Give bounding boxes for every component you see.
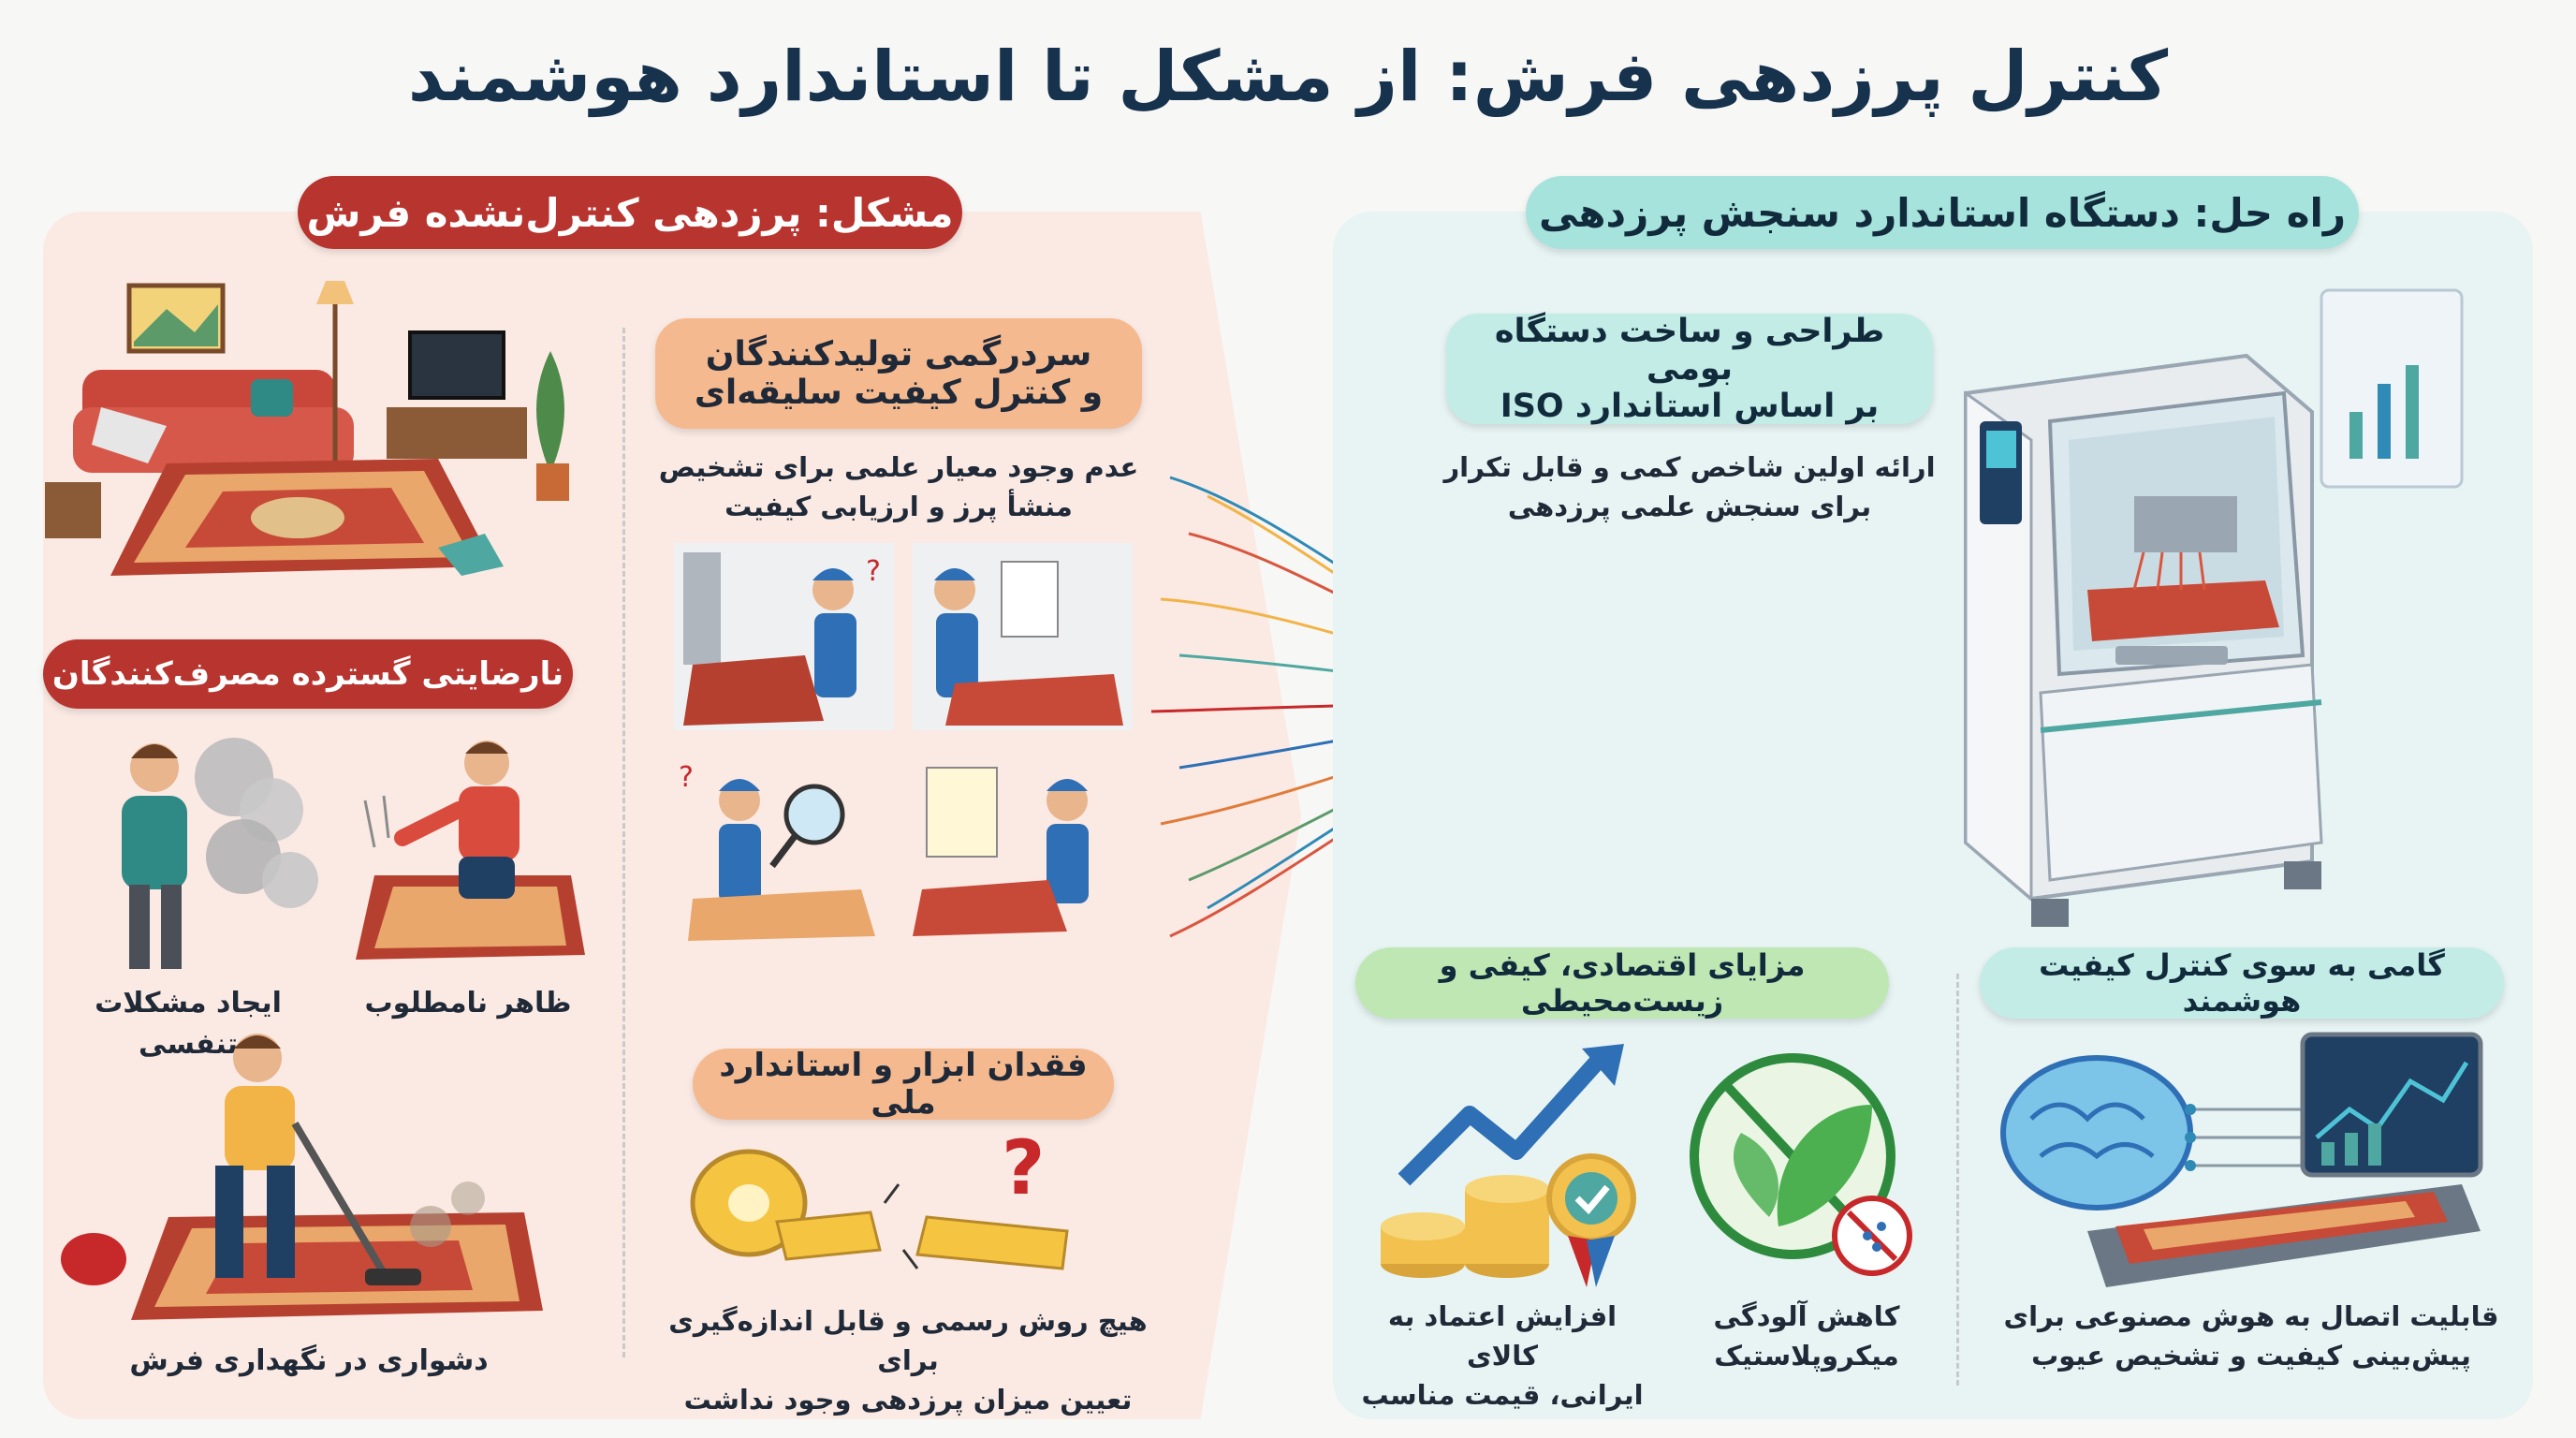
device-text-line2: برای سنجش علمی پرزدهی	[1507, 491, 1872, 523]
problem-panel-divider	[622, 328, 625, 1357]
confusion-text: عدم وجود معیار علمی برای تشخیص منشأ پرز …	[637, 448, 1161, 526]
coins-growth-illustration	[1381, 1044, 1636, 1287]
svg-text:?: ?	[1002, 1124, 1045, 1211]
device-text-line1: ارائه اولین شاخص کمی و قابل تکرار	[1443, 451, 1936, 483]
solution-panel-divider	[1956, 974, 1959, 1386]
confusion-header-line2: و کنترل کیفیت سلیقه‌ای	[694, 374, 1104, 412]
benefit-trust-line2: ایرانی، قیمت مناسب	[1361, 1379, 1644, 1412]
tools-text-line1: هیچ روش رسمی و قابل اندازه‌گیری برای	[668, 1305, 1148, 1377]
svg-text:?: ?	[866, 555, 881, 588]
solution-header-label: راه حل: دستگاه استاندارد سنجش پرزدهی	[1538, 189, 2347, 236]
broken-tape-measure-illustration: ?	[690, 1124, 1069, 1270]
caption-appearance: ظاهر نامطلوب	[364, 987, 572, 1020]
benefit-pollution: کاهش آلودگی میکروپلاستیک	[1676, 1297, 1938, 1375]
benefits-header: مزایای اقتصادی، کیفی و زیست‌محیطی	[1355, 947, 1889, 1019]
smart-text-line1: قابلیت اتصال به هوش مصنوعی برای	[2003, 1300, 2499, 1332]
problem-header: مشکل: پرزدهی کنترل‌نشده فرش	[298, 176, 962, 249]
dissatisfaction-header: نارضایتی گسترده مصرف‌کنندگان	[43, 639, 573, 709]
ai-brain-illustration	[2000, 1032, 2483, 1287]
device-text: ارائه اولین شاخص کمی و قابل تکرار برای س…	[1432, 448, 1947, 526]
benefits-header-label: مزایای اقتصادی، کیفی و زیست‌محیطی	[1439, 947, 1806, 1019]
confusion-text-line2: منشأ پرز و ارزیابی کیفیت	[724, 491, 1073, 523]
smart-header: گامی به سوی کنترل کیفیت هوشمند	[1980, 947, 2504, 1019]
coughing-man-illustration	[122, 738, 318, 969]
smart-header-label: گامی به سوی کنترل کیفیت هوشمند	[2039, 947, 2445, 1019]
testing-machine-illustration	[1964, 288, 2464, 927]
living-room-illustration	[45, 281, 569, 576]
benefit-trust: افزایش اعتماد به کالای ایرانی، قیمت مناس…	[1348, 1297, 1657, 1415]
tools-text-line2: تعیین میزان پرزدهی وجود نداشت	[683, 1384, 1133, 1416]
svg-text:?: ?	[679, 761, 694, 794]
eco-leaf-illustration	[1690, 1053, 1912, 1276]
confusion-header-line1: سردرگمی تولیدکنندگان	[705, 335, 1092, 374]
tools-text: هیچ روش رسمی و قابل اندازه‌گیری برای تعی…	[646, 1301, 1170, 1419]
kneeling-person-illustration	[356, 741, 585, 960]
tools-header: فقدان ابزار و استاندارد ملی	[693, 1047, 1114, 1122]
confusion-text-line1: عدم وجود معیار علمی برای تشخیص	[658, 451, 1139, 483]
solution-header: راه حل: دستگاه استاندارد سنجش پرزدهی	[1526, 176, 2359, 249]
device-header: طراحی و ساخت دستگاه بومی بر اساس استاندا…	[1446, 313, 1933, 425]
dissatisfaction-header-label: نارضایتی گسترده مصرف‌کنندگان	[51, 655, 564, 693]
tools-header-label: فقدان ابزار و استاندارد ملی	[719, 1047, 1088, 1122]
device-header-line1: طراحی و ساخت دستگاه بومی	[1494, 313, 1885, 388]
caption-breathing: ایجاد مشکلات تنفسی	[95, 987, 282, 1061]
workers-grid-illustration: ? ?	[674, 543, 1133, 941]
benefit-pollution-line1: کاهش آلودگی	[1713, 1300, 1900, 1332]
page-title: کنترل پرزدهی فرش: از مشکل تا استاندارد ه…	[407, 37, 2169, 117]
vacuum-illustration	[61, 1034, 543, 1320]
problem-header-label: مشکل: پرزدهی کنترل‌نشده فرش	[306, 189, 954, 236]
device-header-line2: بر اساس استاندارد ISO	[1500, 388, 1880, 425]
benefit-trust-line1: افزایش اعتماد به کالای	[1387, 1300, 1617, 1372]
confusion-header: سردرگمی تولیدکنندگان و کنترل کیفیت سلیقه…	[655, 318, 1142, 429]
caption-maintenance: دشواری در نگهداری فرش	[129, 1344, 489, 1377]
smart-text-line2: پیش‌بینی کیفیت و تشخیص عیوب	[2031, 1340, 2471, 1372]
smart-text: قابلیت اتصال به هوش مصنوعی برای پیش‌بینی…	[1989, 1297, 2513, 1375]
benefit-pollution-line2: میکروپلاستیک	[1714, 1340, 1899, 1372]
